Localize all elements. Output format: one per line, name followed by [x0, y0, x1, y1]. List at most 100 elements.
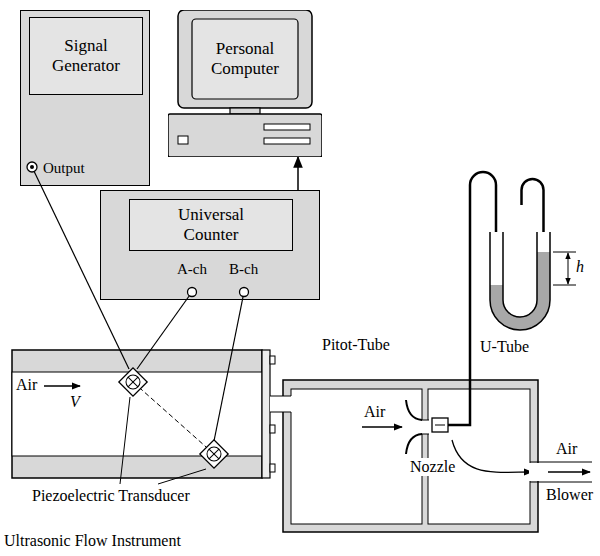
label-slot: Air [364, 403, 385, 421]
chamber-wall [283, 380, 538, 532]
duct-body [12, 350, 262, 478]
label-slot: Air [16, 376, 37, 394]
chamber-inlet-room [291, 389, 422, 524]
signal-wire [32, 167, 129, 369]
power-button [178, 136, 188, 144]
ultrasonic-path [133, 382, 214, 454]
part-name: Piezoelectric Transducer [32, 487, 190, 505]
label-slot: Nozzle [408, 458, 457, 476]
flow-arrow [548, 471, 590, 472]
signal-arrow [297, 157, 299, 190]
label-slot: Air [556, 440, 577, 458]
figure-name: Ultrasonic Flow Instrument [4, 532, 181, 550]
transducer-body [119, 368, 147, 396]
text-slot: Output [43, 160, 85, 177]
u-tube-inner [503, 232, 537, 317]
instrument-name: Signal Generator [39, 36, 134, 75]
leader-line [120, 397, 130, 484]
flow-duct [12, 350, 275, 484]
label-slot: Blower [546, 486, 593, 504]
label-slot: Pitot-Tube [322, 336, 390, 354]
transducer-cross [209, 449, 219, 459]
display-panel: Signal Generator [29, 17, 143, 95]
dimension-arrow [568, 253, 569, 284]
level-tick [553, 252, 576, 253]
system-unit [168, 114, 322, 157]
chamber-outlet-room [428, 389, 530, 524]
signal-generator-box: Signal GeneratorOutput [20, 10, 150, 186]
flange-bolt [270, 464, 275, 472]
transducer-symbol [200, 440, 228, 468]
computer-outline [168, 10, 322, 157]
transducer-element [123, 372, 143, 392]
output-jack [27, 162, 37, 172]
transducer-cross [128, 377, 138, 387]
flow-name: Air [16, 376, 37, 394]
input-jack [240, 288, 249, 297]
level-tick [553, 285, 576, 286]
part-name: Pitot-Tube [322, 336, 390, 354]
signal-wire [214, 292, 244, 441]
flow-name: Air [364, 403, 385, 421]
pitot-bore [435, 425, 445, 426]
pitot-tube [448, 172, 496, 425]
inlet-pipe-wall [270, 412, 291, 413]
label-slot: V [70, 393, 80, 411]
universal-counter-box: Universal CounterA-ch B-ch [100, 190, 320, 300]
label-slot: U-Tube [480, 338, 529, 356]
nozzle-throat [421, 420, 429, 434]
flow-arrow [452, 440, 532, 472]
monitor-case [178, 10, 312, 108]
monitor-stand [230, 108, 260, 114]
channel-name: B-ch [229, 261, 258, 278]
nozzle-lip [406, 400, 422, 420]
input-jack [188, 288, 197, 297]
outlet-pipe-wall [530, 482, 592, 483]
nozzle-throat-wall [421, 434, 429, 435]
monitor-screen [192, 19, 298, 99]
transducer-element [204, 444, 224, 464]
transducer-body [200, 440, 228, 468]
duct-flange [262, 350, 270, 478]
part-name: U-Tube [480, 338, 529, 356]
u-tube-outer [490, 232, 550, 330]
inlet-pipe [270, 396, 292, 412]
part-name: Blower [546, 486, 593, 504]
nozzle-lip [406, 434, 422, 454]
label-slot: Ultrasonic Flow Instrument [4, 532, 181, 550]
transducer-cross [128, 377, 138, 387]
flow-arrow [44, 385, 80, 386]
flow-name: Air [556, 440, 577, 458]
dimension-symbol: h [576, 258, 584, 276]
nozzle-chamber [270, 380, 592, 532]
outlet-pipe-wall [530, 462, 592, 463]
label-slot: h [576, 258, 584, 276]
signal-wire [137, 292, 192, 369]
display-panel: Personal Computer [192, 19, 298, 99]
personal-computer: Personal Computer [168, 10, 322, 157]
text-slot: A-ch [177, 261, 207, 278]
part-name: Nozzle [408, 458, 457, 476]
outlet-opening [529, 463, 541, 481]
pitot-head [432, 418, 448, 432]
flange-bolt [270, 356, 275, 364]
text-slot: B-ch [229, 261, 258, 278]
manometer [448, 172, 576, 425]
transducer-cross [209, 449, 219, 459]
label-slot: Piezoelectric Transducer [32, 487, 190, 505]
drive-slot [264, 124, 310, 130]
channel-name: A-ch [177, 261, 207, 278]
output-jack-pin [30, 165, 34, 169]
display-panel: Universal Counter [129, 199, 293, 251]
leader-line [158, 469, 206, 484]
inlet-pipe-wall [270, 396, 291, 397]
velocity-symbol: V [70, 393, 80, 411]
drive-slot [264, 138, 310, 144]
transducer-symbol [119, 368, 147, 396]
instrument-name: Personal Computer [198, 39, 293, 78]
flow-arrow [362, 426, 402, 427]
